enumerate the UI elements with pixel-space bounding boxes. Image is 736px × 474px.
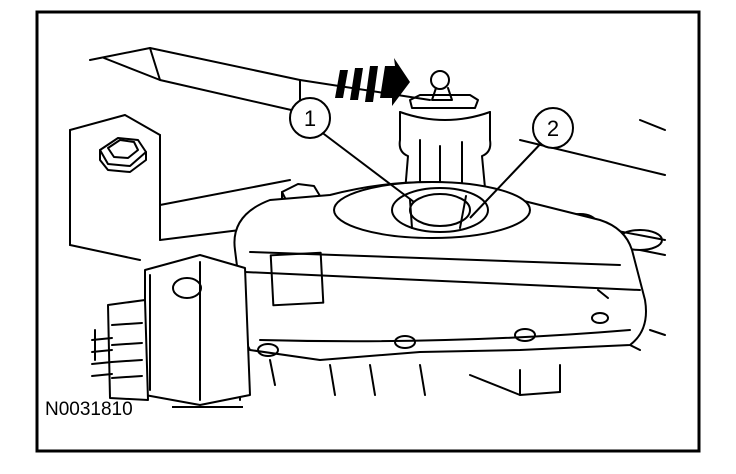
callout-2: 2 — [469, 107, 574, 219]
electrical-connector — [91, 254, 251, 406]
direction-arrow — [335, 58, 410, 106]
callout-1: 1 — [289, 97, 415, 203]
range-sensor — [233, 181, 647, 361]
figure-id: N0031810 — [45, 399, 133, 420]
line-art — [69, 47, 666, 406]
callout-1-label: 1 — [304, 106, 316, 131]
alignment-tool — [398, 70, 492, 193]
case-bolt — [99, 137, 147, 173]
callout-2-label: 2 — [547, 116, 559, 141]
